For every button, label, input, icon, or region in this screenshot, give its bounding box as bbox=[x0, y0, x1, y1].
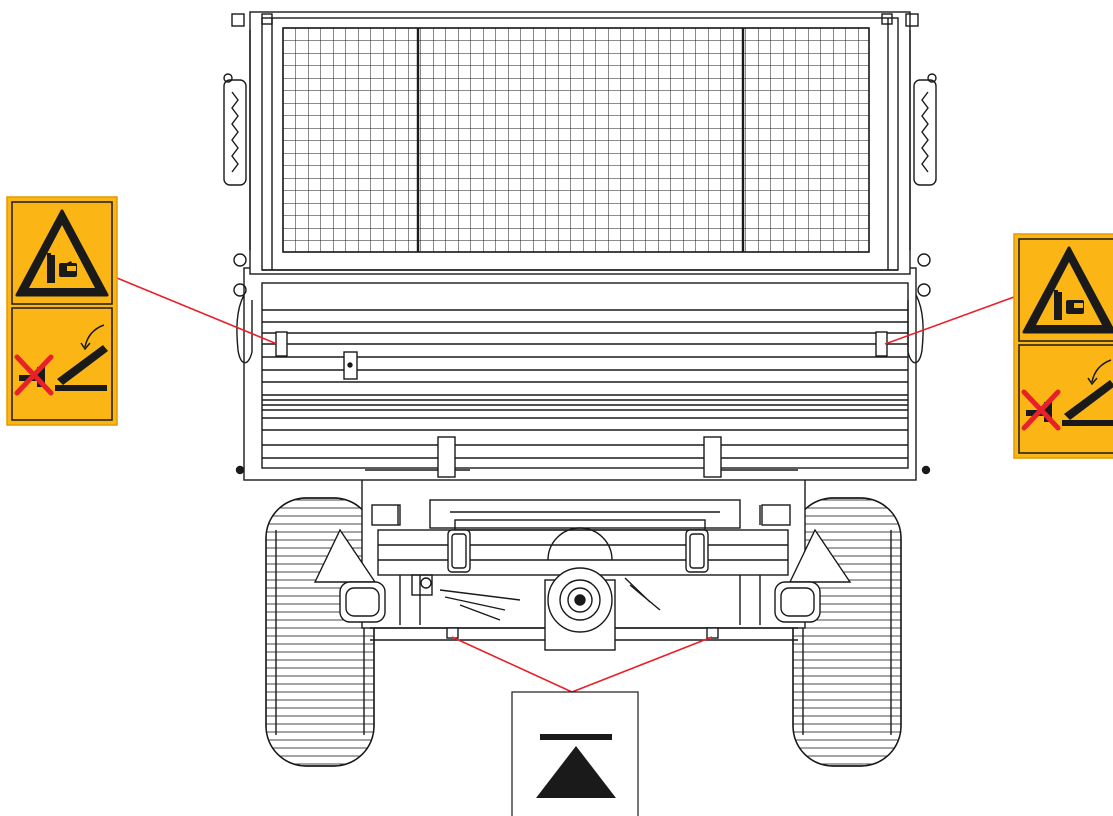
trailer-drawing bbox=[223, 11, 937, 767]
tipper-body bbox=[233, 253, 931, 481]
chassis bbox=[361, 477, 806, 651]
left-wheel bbox=[265, 497, 375, 767]
left-tail-light bbox=[313, 528, 386, 623]
leader-lines bbox=[116, 277, 1015, 693]
leader-line-left-label bbox=[116, 277, 278, 345]
leader-line-support-right bbox=[571, 636, 713, 693]
right-crush-warning-label bbox=[1013, 233, 1113, 459]
mesh-extension bbox=[223, 11, 937, 275]
support-point-icon bbox=[536, 734, 616, 798]
left-crush-warning-label bbox=[6, 196, 118, 426]
warning-triangle-icon bbox=[15, 209, 109, 297]
falling-flap-icon bbox=[1062, 359, 1113, 426]
hand-crush-icon bbox=[47, 253, 77, 283]
falling-flap-icon bbox=[55, 324, 108, 391]
warning-triangle-icon bbox=[1022, 246, 1113, 334]
right-tail-light bbox=[774, 528, 852, 623]
no-hand-icon bbox=[1021, 389, 1061, 431]
right-wheel bbox=[792, 497, 902, 767]
no-hand-icon bbox=[14, 354, 54, 396]
leader-line-right-label bbox=[884, 296, 1015, 345]
lifting-point-label bbox=[511, 691, 639, 816]
hand-crush-icon bbox=[1054, 290, 1084, 320]
leader-line-support-left bbox=[451, 636, 573, 693]
